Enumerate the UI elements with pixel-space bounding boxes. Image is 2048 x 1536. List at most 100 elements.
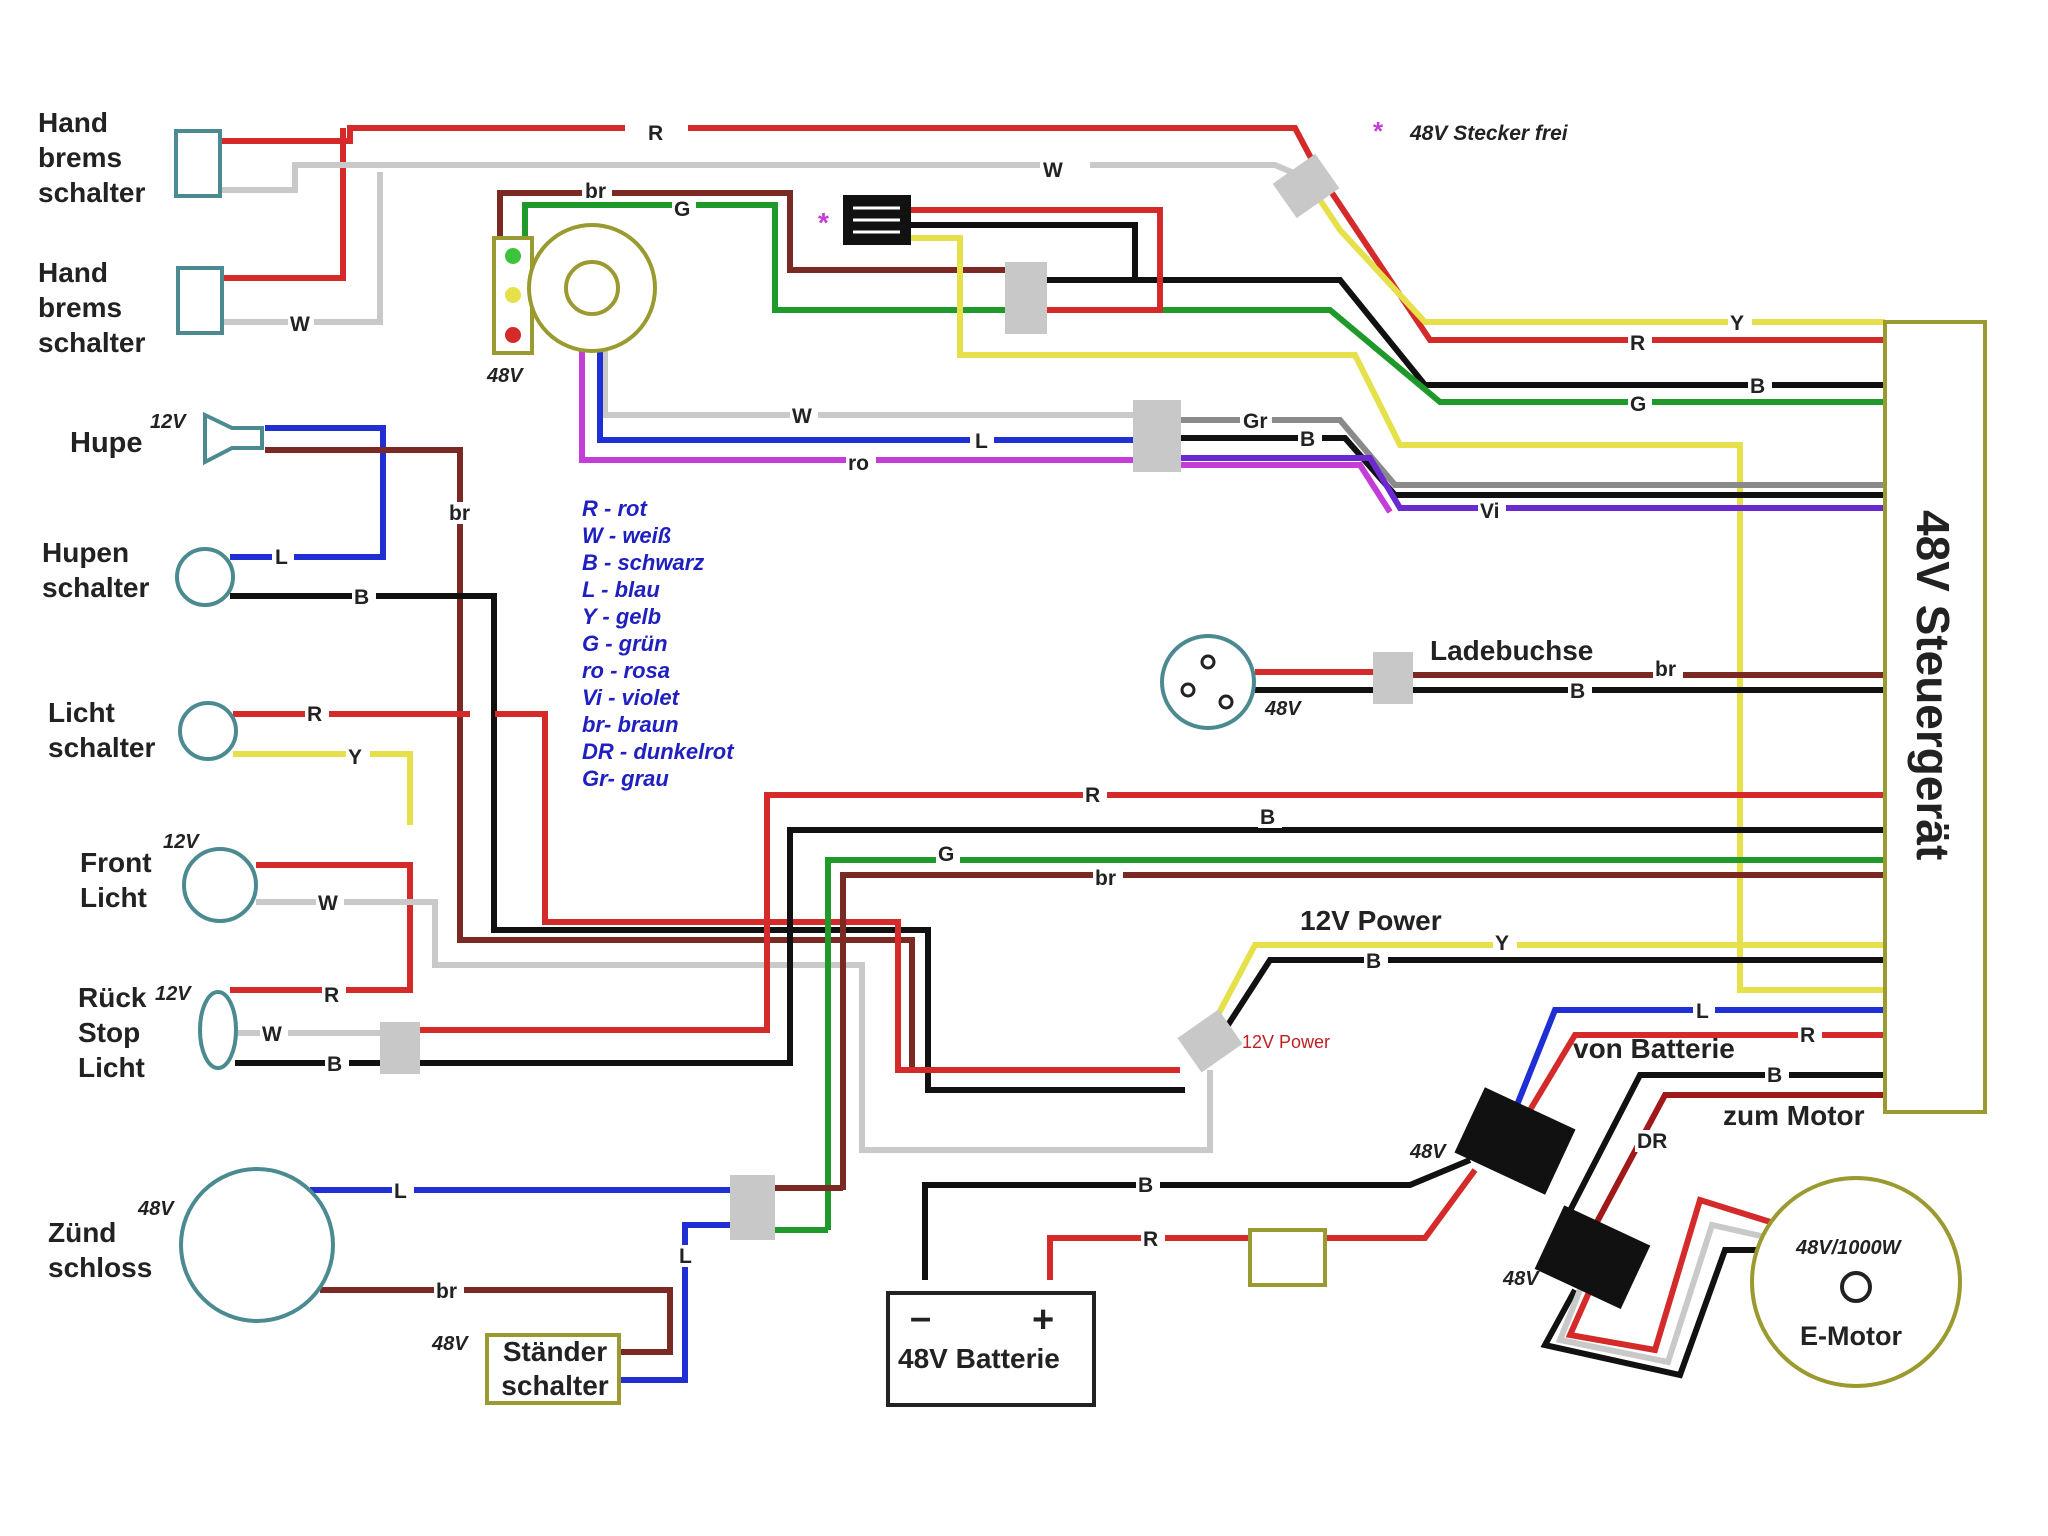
- wire-label-r-rear: R: [322, 984, 346, 1007]
- wire-label-b-12v: B: [1364, 950, 1388, 973]
- wire-label-r-ctrl: R: [1628, 332, 1652, 355]
- svg-text:DR: DR: [1637, 1130, 1667, 1153]
- free-connector-note-marker: *: [1373, 116, 1384, 146]
- wire-label-w-top: W: [1040, 157, 1070, 182]
- wire-motor-red: [1565, 1196, 1781, 1354]
- wire-ign-brown: [320, 1287, 673, 1355]
- svg-text:B: B: [354, 586, 369, 609]
- wire-label-r-mid: R: [1083, 784, 1107, 807]
- legend-item: DR - dunkelrot: [582, 739, 735, 764]
- controller-label: 48V Steuergerät: [1907, 510, 1959, 860]
- wire-label-r-batt: R: [1141, 1228, 1165, 1251]
- legend-item: G - grün: [582, 631, 668, 656]
- svg-text:L: L: [975, 430, 988, 453]
- svg-text:br: br: [449, 502, 470, 525]
- wire-label-w-rear: W: [260, 1023, 288, 1046]
- motor-label: E-Motor: [1800, 1321, 1902, 1351]
- motor-rating: 48V/1000W: [1795, 1237, 1903, 1259]
- wire-brake-white-2: [1090, 162, 1312, 183]
- legend-item: br- braun: [582, 712, 679, 737]
- wire-label-l-pwr: L: [1693, 1000, 1715, 1023]
- wire-batt-red: [1047, 1235, 1250, 1280]
- front-light-label-box: Front Licht: [80, 847, 152, 913]
- light-switch-label-box: Licht schalter: [48, 697, 155, 763]
- wire-label-b-charge: B: [1568, 680, 1592, 703]
- battery-plus: +: [1032, 1299, 1054, 1341]
- svg-text:B: B: [1570, 680, 1585, 703]
- rear-light-body: [198, 990, 238, 1070]
- wire-label-b-hornsw: B: [352, 586, 376, 609]
- wire-green-top: [1045, 307, 1885, 405]
- wire-throttle-green: [522, 202, 1005, 313]
- wire-labels: R W br G W R Y B G W L ro Gr B Vi br L B…: [260, 120, 1822, 1303]
- wire-black-mid: [1180, 435, 1885, 498]
- stand-switch-label: Ständer schalter: [501, 1336, 609, 1401]
- wire-label-b-batt: B: [1136, 1174, 1160, 1197]
- wire-label-b-rear: B: [325, 1053, 349, 1076]
- wire-label-ro-throttle: ro: [846, 452, 876, 475]
- svg-text:B: B: [1300, 428, 1315, 451]
- legend-item: Gr- grau: [582, 766, 669, 791]
- svg-text:R: R: [324, 984, 339, 1007]
- legend-item: ro - rosa: [582, 658, 670, 683]
- wire-label-l-hornsw: L: [272, 546, 294, 569]
- to-motor-label: zum Motor: [1723, 1100, 1865, 1131]
- wire-label-w-throttle: W: [790, 405, 818, 428]
- wire-pwr-red: [1527, 1032, 1885, 1112]
- svg-text:R: R: [1800, 1024, 1815, 1047]
- battery-body: [886, 1291, 1096, 1407]
- svg-text:Y: Y: [1730, 312, 1744, 335]
- wire-label-br-mid: br: [1093, 867, 1123, 890]
- wire-label-b-ctrl: B: [1748, 375, 1772, 398]
- svg-text:R: R: [307, 703, 322, 726]
- wire-label-r-pwr: R: [1798, 1024, 1822, 1047]
- wire-throttle-brown: [497, 190, 1005, 273]
- free-connector-note: 48V Stecker frei: [1409, 122, 1569, 145]
- wire-throttle-blue: [597, 345, 1135, 443]
- wire-brake-white: [218, 162, 1040, 193]
- wire-label-b-mid2: B: [1258, 806, 1282, 829]
- throttle-led-red: [505, 327, 521, 343]
- fuse-body: [1248, 1228, 1327, 1287]
- ignition-label: Zünd schloss: [48, 1217, 153, 1283]
- legend-item: Vi - violet: [582, 685, 681, 710]
- wire-yellow-top: [1307, 183, 1885, 325]
- wire-loop-red: [910, 207, 1163, 313]
- wire-pink-mid: [1180, 462, 1393, 514]
- svg-text:W: W: [262, 1023, 282, 1046]
- power-12v-label: 12V Power: [1300, 905, 1442, 936]
- charge-socket-voltage: 48V: [1264, 698, 1302, 720]
- charge-pin-2: [1180, 682, 1196, 698]
- ignition-body: [179, 1167, 335, 1323]
- wire-horn-blue: [230, 425, 386, 560]
- rear-light-voltage: 12V: [155, 983, 192, 1005]
- legend-item: L - blau: [582, 577, 660, 602]
- brake-switch-1-body: [174, 129, 222, 198]
- connector-48v-a: 48V: [1409, 1141, 1447, 1163]
- wire-12v-yellow: [1207, 942, 1885, 1032]
- svg-text:B: B: [1138, 1174, 1153, 1197]
- brake-switch-1-label: Hand brems schalter: [38, 107, 146, 208]
- wire-label-l-ign: L: [392, 1180, 414, 1203]
- svg-text:B: B: [1750, 375, 1765, 398]
- svg-text:L: L: [275, 546, 288, 569]
- wire-loop-black: [910, 222, 1138, 283]
- horn-voltage: 12V: [150, 411, 187, 433]
- charge-socket-body: [1160, 634, 1256, 730]
- svg-text:Gr: Gr: [1243, 410, 1268, 433]
- svg-text:ro: ro: [848, 452, 869, 475]
- connector-48v-b: 48V: [1502, 1268, 1540, 1290]
- wire-label-l-stand: L: [678, 1245, 696, 1268]
- legend-item: B - schwarz: [582, 550, 704, 575]
- svg-text:R: R: [1085, 784, 1100, 807]
- charge-pin-1: [1200, 654, 1216, 670]
- battery-minus: –: [910, 1297, 931, 1339]
- horn-switch-label-box: Hupen schalter: [42, 537, 149, 603]
- converter-label: 12V Power: [1242, 1032, 1330, 1052]
- throttle-grip-inner: [564, 260, 620, 316]
- wire-yellow-long: [910, 235, 1885, 993]
- throttle-led-yellow: [505, 287, 521, 303]
- brake-switch-2-label: Hand brems schalter: [38, 257, 146, 358]
- wire-label-y-12v: Y: [1493, 932, 1517, 955]
- wire-batt-black: [922, 1157, 1472, 1280]
